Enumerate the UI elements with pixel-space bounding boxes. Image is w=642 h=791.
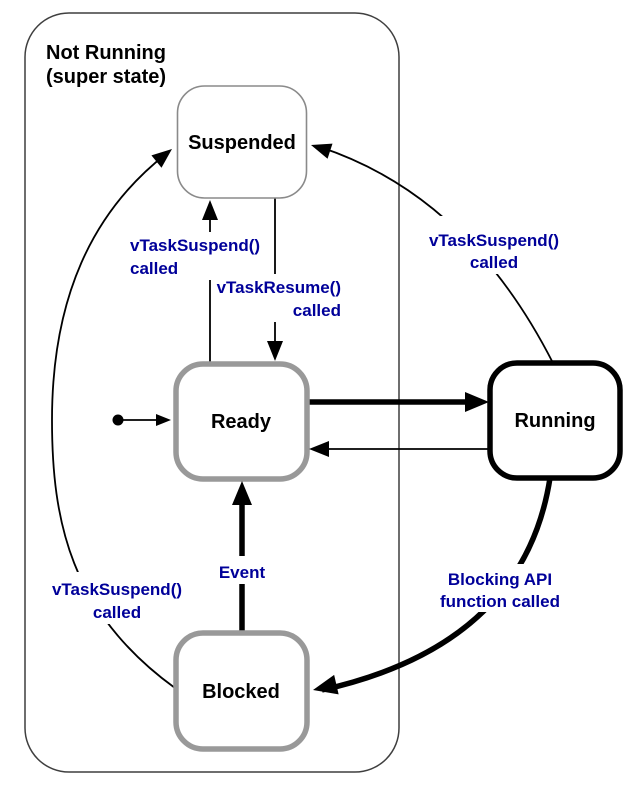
state-running-box (487, 360, 623, 481)
state-suspended-label: Suspended (188, 132, 296, 154)
state-blocked-label: Blocked (202, 681, 280, 703)
blocked-to-suspended-arrowhead-icon (151, 149, 172, 168)
running-to-blocked-label-bg (428, 564, 574, 612)
suspended-to-ready-label-bg (220, 274, 345, 322)
running-to-blocked-arrowhead-icon (313, 674, 339, 695)
blocked-to-suspended-label-line2: called (93, 603, 141, 622)
ready-to-suspended-label-line1: vTaskSuspend() (130, 236, 260, 255)
transition-running-to-blocked-line (321, 477, 553, 693)
running-to-suspended-label-bg (422, 216, 570, 274)
running-to-suspended-arrowhead-icon (311, 143, 333, 159)
state-ready-label: Ready (211, 411, 272, 433)
suspended-to-ready-label-line1: vTaskResume() (217, 278, 341, 297)
blocked-to-ready-label: Event (219, 563, 266, 582)
suspended-to-ready-arrowhead-icon (267, 341, 283, 361)
ready-to-suspended-arrowhead-icon (202, 200, 218, 220)
initial-state-dot (112, 414, 124, 426)
running-to-suspended-label-line2: called (470, 253, 518, 272)
blocked-to-ready-arrowhead-icon (232, 481, 252, 505)
state-ready-box (173, 361, 310, 482)
super-state-title-line2: (super state) (46, 66, 166, 88)
not-running-super-state-box (24, 12, 400, 773)
state-blocked-box (173, 630, 310, 752)
ready-to-running-arrowhead-icon (465, 392, 489, 412)
blocked-to-ready-label-bg (213, 556, 271, 584)
blocked-to-suspended-label-bg (44, 572, 192, 624)
suspended-to-ready-label-line2: called (293, 301, 341, 320)
running-to-ready-arrowhead-icon (309, 441, 329, 457)
running-to-blocked-label-line2: function called (440, 592, 560, 611)
running-to-blocked-label-line1: Blocking API (448, 570, 552, 589)
ready-to-suspended-label-bg (126, 232, 268, 280)
blocked-to-suspended-label-line1: vTaskSuspend() (52, 580, 182, 599)
state-suspended-box (176, 85, 308, 199)
super-state-title-line1: Not Running (46, 42, 166, 64)
ready-to-suspended-label-line2: called (130, 259, 178, 278)
initial-arrowhead-icon (156, 414, 171, 426)
running-to-suspended-label-line1: vTaskSuspend() (429, 231, 559, 250)
state-running-label: Running (514, 410, 595, 432)
